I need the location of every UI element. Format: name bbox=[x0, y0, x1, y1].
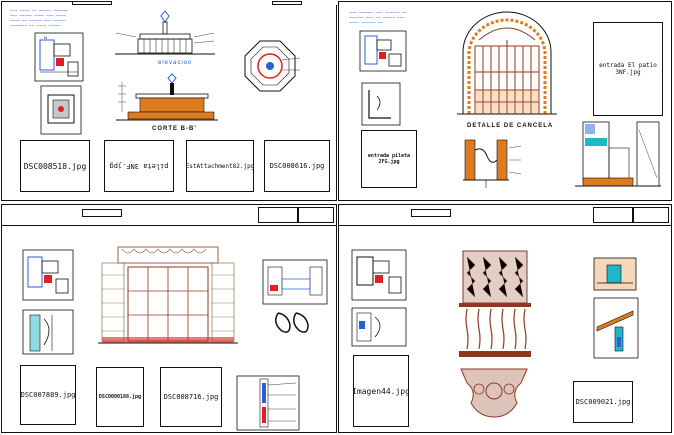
drawing-sheet-fountain: ~~~ ~~~~ ~~ ~~~~~ ~~~~~~~~~ ~~~~~ ~~~~ ~… bbox=[1, 1, 337, 201]
wall-section-drawing bbox=[236, 375, 300, 431]
balcony-section-detail bbox=[593, 297, 639, 359]
fountain-elevation bbox=[115, 10, 215, 55]
photo-placeholder-2[interactable]: DSC009021.jpg bbox=[573, 381, 633, 423]
title-block bbox=[339, 205, 671, 226]
corbel-ornament bbox=[460, 368, 528, 418]
elevation-caption: elevacion bbox=[158, 60, 193, 66]
photo-placeholder-gate-2[interactable]: entrada pileta 2FG.jpg bbox=[361, 130, 417, 188]
gate-detail-caption: DETALLE DE CANCELA bbox=[467, 123, 554, 129]
balcony-elevation bbox=[459, 250, 531, 357]
title-block bbox=[72, 1, 337, 5]
drawing-sheet-facade: DSC007889.jpg DSC0000188.jpg DSC008716.j… bbox=[1, 204, 337, 433]
drawing-sheet-gate: ~~~ ~~~~~~ ~~~ ~~~~~~ ~~~~~~~~ ~~~ ~~ ~~… bbox=[338, 1, 672, 201]
hinge-detail bbox=[275, 312, 309, 333]
photo-placeholder-1[interactable]: DSC007889.jpg bbox=[20, 365, 76, 425]
window-detail bbox=[262, 259, 328, 305]
fountain-plan-small bbox=[40, 85, 82, 135]
photo-placeholder-1[interactable]: Imagen44.jpg bbox=[353, 355, 409, 427]
photo-placeholder-3[interactable]: EstAttachment82.jpg bbox=[186, 140, 254, 192]
door-detail-side bbox=[22, 309, 74, 355]
door-detail-small bbox=[361, 82, 401, 126]
photo-placeholder-3[interactable]: DSC008716.jpg bbox=[160, 367, 222, 427]
title-block bbox=[2, 205, 336, 226]
sheet-notes: ~~~ ~~~~ ~~ ~~~~~ ~~~~~~~~~ ~~~~~ ~~~~ ~… bbox=[10, 8, 68, 28]
facade-elevation bbox=[98, 246, 238, 344]
key-plan bbox=[22, 249, 74, 301]
key-plan: N bbox=[34, 32, 84, 82]
svg-text:N: N bbox=[44, 35, 47, 40]
wall-section-drawing bbox=[575, 121, 661, 187]
key-plan bbox=[359, 30, 407, 72]
photo-placeholder-1[interactable]: DSC008518.jpg bbox=[20, 140, 90, 192]
photo-placeholder-4[interactable]: DSC008616.jpg bbox=[264, 140, 330, 192]
gate-detail-drawing bbox=[463, 139, 522, 188]
fountain-section bbox=[116, 73, 218, 121]
sheet-notes: ~~~ ~~~~~~ ~~~ ~~~~~~ ~~~~~~~~ ~~~ ~~ ~~… bbox=[349, 10, 407, 25]
drawing-sheet-balcony: Imagen44.jpg DSC009021.jpg bbox=[338, 204, 672, 433]
plan-detail bbox=[351, 307, 407, 347]
beam-section-detail bbox=[593, 257, 637, 291]
arched-gate-elevation bbox=[457, 11, 557, 115]
photo-placeholder-gate-1[interactable]: entrada El patio 3NF.jpg bbox=[593, 22, 663, 116]
fountain-octagon-plan bbox=[244, 40, 301, 92]
key-plan bbox=[351, 249, 407, 301]
photo-placeholder-2[interactable]: pileta 3NF.jpg bbox=[104, 140, 174, 192]
section-caption: CORTE B-B' bbox=[152, 126, 197, 132]
photo-placeholder-2[interactable]: DSC0000188.jpg bbox=[96, 367, 144, 427]
